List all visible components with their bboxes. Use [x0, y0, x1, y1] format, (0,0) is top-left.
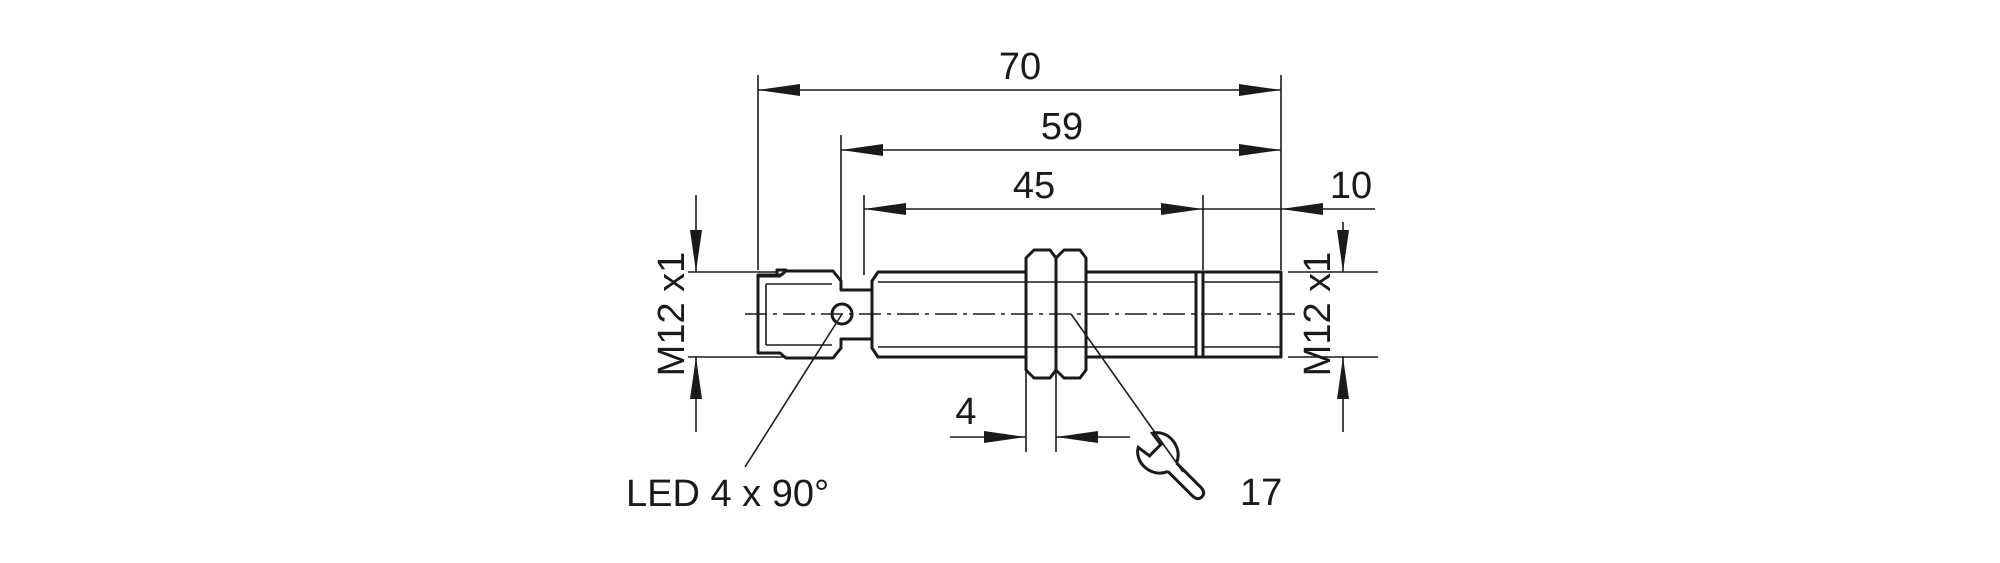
dimension-70-label: 70	[999, 46, 1041, 88]
thread-dimension-left: M12 x1	[651, 195, 702, 432]
dimension-70: 70	[758, 46, 1281, 96]
dimension-45: 45	[864, 165, 1203, 215]
sensor-body	[745, 248, 1295, 380]
led-label: LED 4 x 90°	[626, 473, 829, 515]
dimension-59: 59	[841, 106, 1281, 156]
leader-lines	[744, 313, 1184, 473]
led-leader	[744, 313, 843, 468]
dimension-45-label: 45	[1013, 165, 1055, 207]
wrench-size-label: 17	[1240, 472, 1282, 514]
thread-right-label: M12 x1	[1297, 252, 1339, 377]
dimension-10-label: 10	[1330, 165, 1372, 207]
dimension-10: 10	[1203, 165, 1375, 215]
sensing-tip	[1194, 270, 1283, 359]
dimension-4-label: 4	[955, 391, 976, 433]
dimension-4: 4	[950, 391, 1130, 443]
wrench-leader	[1070, 313, 1184, 473]
thread-left-label: M12 x1	[651, 252, 693, 377]
wrench-icon	[1136, 431, 1206, 501]
thread-dimension-right: M12 x1	[1297, 222, 1349, 432]
dimension-59-label: 59	[1041, 106, 1083, 148]
